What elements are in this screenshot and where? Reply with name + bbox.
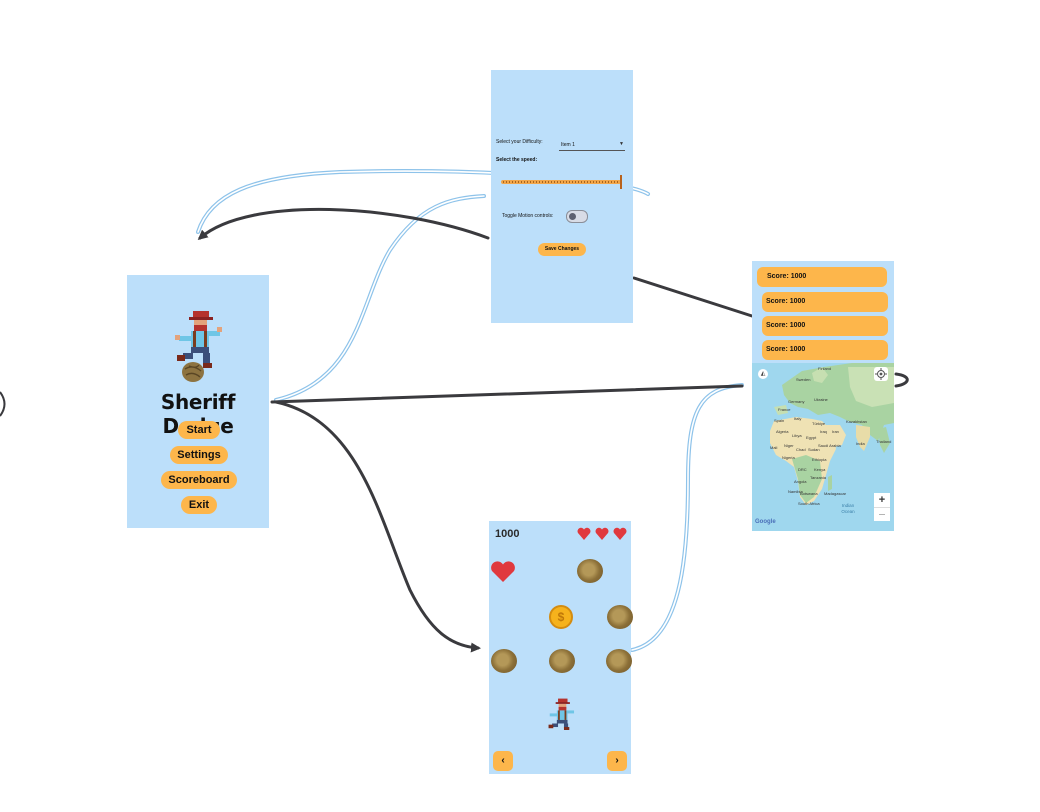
map-label-iraq: Iraq (820, 429, 827, 434)
map-label-indian-ocean: Indian Ocean (841, 503, 855, 514)
score-entry: Score: 1000 (762, 292, 888, 312)
map-label-nigeria: Nigeria (782, 455, 795, 460)
arrow-menu-to-game (274, 400, 481, 653)
map-label-turkiye: Türkiye (812, 421, 826, 426)
settings-screen: Select your Difficulty: Item 1 ▼ Select … (491, 70, 633, 323)
map-landmass (770, 363, 894, 505)
scoreboard-screen: Score: 1000 Score: 1000 Score: 1000 Scor… (752, 261, 894, 531)
map-label-ukraine: Ukraine (814, 397, 828, 402)
map-label-germany: Germany (788, 399, 805, 404)
map-label-chad: Chad (796, 447, 806, 452)
exit-button[interactable]: Exit (181, 496, 217, 514)
google-logo: Google (755, 519, 776, 525)
map-label-niger: Niger (784, 443, 794, 448)
my-location-button[interactable] (874, 367, 888, 381)
map-label-madagascar: Madagascar (824, 491, 847, 496)
arrow-menu-to-map (270, 384, 744, 404)
scoreboard-button[interactable]: Scoreboard (161, 471, 237, 489)
lives-indicator (577, 527, 629, 541)
sheriff-character-icon (175, 311, 222, 382)
haybale-icon (577, 559, 603, 583)
save-changes-button[interactable]: Save Changes (538, 243, 586, 256)
score-entry: Score: 1000 (762, 316, 888, 336)
score-entry: Score: 1000 (762, 340, 888, 360)
move-left-button[interactable]: ‹ (493, 751, 513, 771)
move-right-button[interactable]: › (607, 751, 627, 771)
arrow-settings-to-scoreboard (632, 276, 754, 318)
score-entry: Score: 1000 (757, 267, 887, 287)
map-label-libya: Libya (792, 433, 802, 438)
map-label-spain: Spain (774, 418, 785, 423)
map-label-france: France (778, 407, 791, 412)
map-label-kazakhstan: Kazakhstan (846, 419, 867, 424)
haybale-icon (491, 649, 517, 673)
world-map[interactable]: Finland Sweden Germany France Ukraine Ka… (752, 363, 894, 531)
arrow-settings-back (197, 207, 490, 240)
difficulty-label: Select your Difficulty: (496, 139, 543, 145)
toggle-knob (569, 213, 576, 220)
map-label-finland: Finland (818, 366, 832, 371)
zoom-out-button[interactable]: — (874, 507, 890, 521)
zoom-in-button[interactable]: + (874, 493, 890, 507)
map-label-angola: Angola (794, 479, 807, 484)
map-label-india: India (856, 441, 865, 446)
map-label-botswana: Botswana (800, 491, 818, 496)
map-label-mali: Mali (770, 445, 778, 450)
map-label-kenya: Kenya (814, 467, 826, 472)
start-button[interactable]: Start (178, 421, 220, 439)
map-label-italy: Italy (794, 416, 802, 421)
map-label-sudan: Sudan (808, 447, 820, 452)
player-sheriff-icon (548, 698, 575, 730)
heart-pickup-icon (491, 561, 515, 582)
difficulty-value: Item 1 (561, 142, 575, 148)
map-label-algeria: Algeria (776, 429, 789, 434)
game-title: Sheriff Dodge (160, 390, 236, 438)
map-label-tanzania: Tanzania (810, 475, 827, 480)
haybale-icon (606, 649, 632, 673)
map-label-drc: DRC (798, 467, 807, 472)
speed-slider-ticks (503, 181, 619, 183)
settings-button[interactable]: Settings (170, 446, 228, 464)
map-label-iran: Iran (832, 429, 839, 434)
arrow-map-loop (894, 372, 909, 388)
haybale-icon (549, 649, 575, 673)
map-label-south-africa: South Africa (798, 501, 820, 506)
coin-icon: $ (549, 605, 573, 629)
map-label-saudi-arabia: Saudi Arabia (818, 443, 841, 448)
motion-toggle-switch[interactable] (566, 210, 588, 223)
map-label-sweden: Sweden (796, 377, 811, 382)
map-label-namibia: Namibia (788, 489, 803, 494)
haybale-icon (607, 605, 633, 629)
speed-label: Select the speed: (496, 157, 538, 163)
crosshair-icon (875, 368, 887, 380)
compass-icon[interactable]: ◭ (758, 369, 768, 379)
game-screen: 1000 $ ‹ › (489, 521, 633, 774)
map-label-ethiopia: Ethiopia (812, 457, 827, 462)
score-display: 1000 (495, 528, 520, 540)
chevron-down-icon: ▼ (619, 141, 624, 147)
speed-slider[interactable] (501, 175, 623, 189)
main-menu-screen: Sheriff Dodge Start Settings Scoreboard … (127, 275, 269, 528)
difficulty-dropdown[interactable]: Item 1 ▼ (559, 140, 625, 151)
map-label-egypt: Egypt (806, 435, 817, 440)
life-hearts-icon (577, 527, 627, 540)
speed-slider-thumb[interactable] (620, 175, 622, 189)
map-label-thailand: Thailand (876, 439, 892, 444)
motion-toggle-label: Toggle Motion controls: (502, 213, 554, 219)
